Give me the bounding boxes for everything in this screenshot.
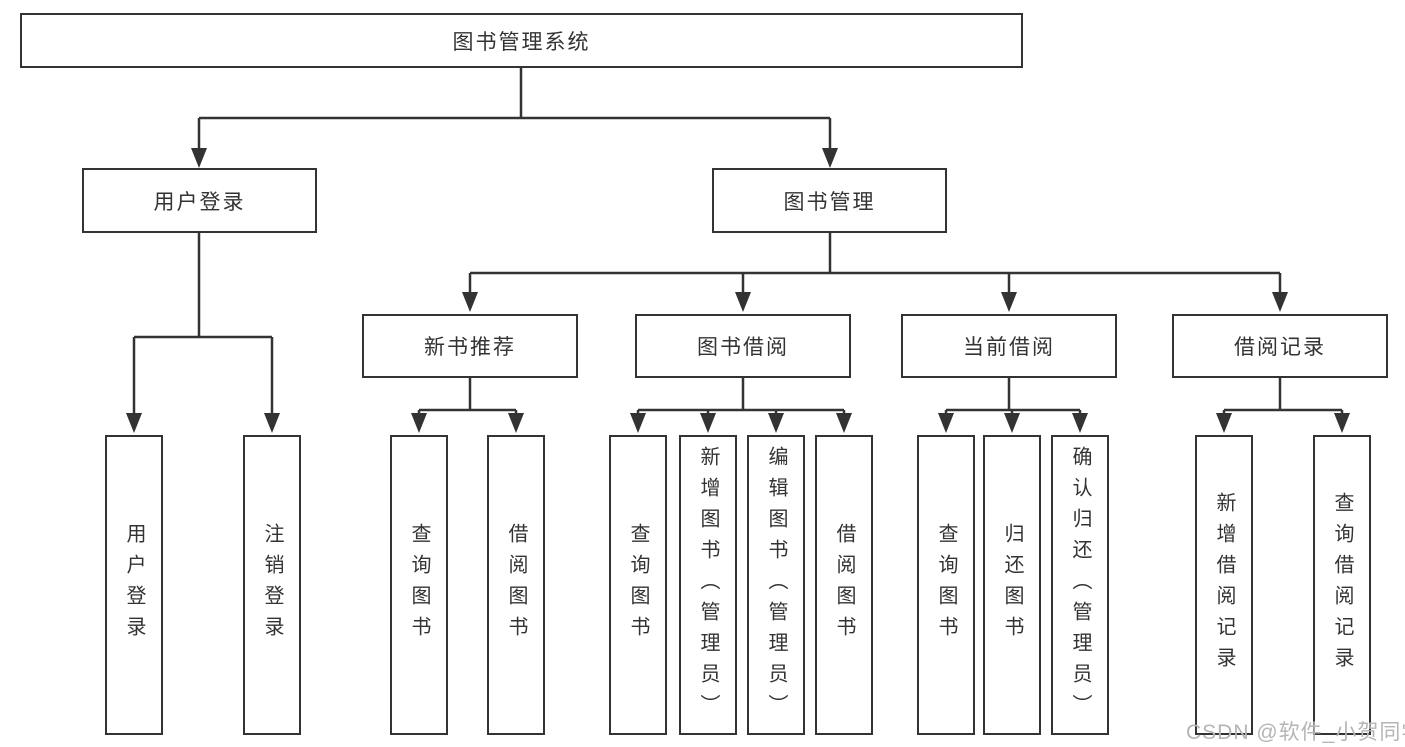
node-logout-leaf: 注销登录 [243,435,301,735]
node-login-leaf: 用户登录 [105,435,163,735]
node-book-borrow: 图书借阅 [635,314,851,378]
node-system-root: 图书管理系统 [20,13,1023,68]
node-recommend-query-book: 查询图书 [390,435,448,735]
node-recommend-borrow-book: 借阅图书 [487,435,545,735]
node-current-borrow: 当前借阅 [901,314,1117,378]
node-borrow-add-book-admin: 新增图书（管理员） [679,435,737,735]
node-borrow-edit-book-admin: 编辑图书（管理员） [747,435,805,735]
node-record-add-borrow-record: 新增借阅记录 [1195,435,1253,735]
node-book-management-branch: 图书管理 [712,168,947,233]
node-current-query-book: 查询图书 [917,435,975,735]
node-record-query-borrow-record: 查询借阅记录 [1313,435,1371,735]
node-current-return-book: 归还图书 [983,435,1041,735]
node-borrow-record: 借阅记录 [1172,314,1388,378]
node-borrow-query-book: 查询图书 [609,435,667,735]
node-current-confirm-return-admin: 确认归还（管理员） [1051,435,1109,735]
node-new-book-recommend: 新书推荐 [362,314,578,378]
node-borrow-borrow-book: 借阅图书 [815,435,873,735]
csdn-watermark: CSDN @软件_小贺同学 [1186,721,1405,744]
node-user-login-branch: 用户登录 [82,168,317,233]
